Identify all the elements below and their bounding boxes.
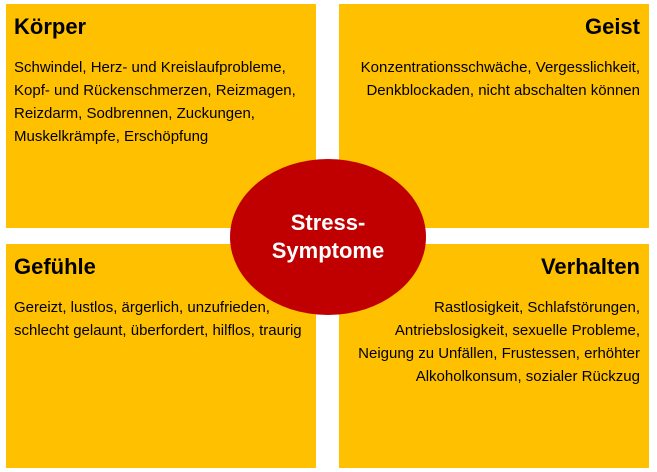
quadrant-title-geist: Geist — [584, 14, 640, 39]
quadrant-text-koerper: Schwindel, Herz- und Kreislaufprobleme, … — [14, 59, 296, 145]
quadrant-text-geist: Konzentrationsschwäche, Vergesslichkeit,… — [360, 59, 640, 99]
quadrant-koerper: Körper Schwindel, Herz- und Kreislaufpro… — [6, 4, 316, 228]
center-ellipse: Stress- Symptome — [230, 159, 426, 315]
center-label: Stress- Symptome — [271, 210, 385, 263]
quadrant-title-verhalten: Verhalten — [540, 254, 640, 279]
quadrant-text-verhalten: Rastlosigkeit, Schlafstörungen, Antriebs… — [358, 299, 640, 385]
quadrant-title-gefuehle: Gefühle — [14, 254, 96, 279]
quadrant-title-koerper: Körper — [14, 14, 87, 39]
quadrant-text-gefuehle: Gereizt, lustlos, ärgerlich, unzufrieden… — [14, 299, 302, 339]
